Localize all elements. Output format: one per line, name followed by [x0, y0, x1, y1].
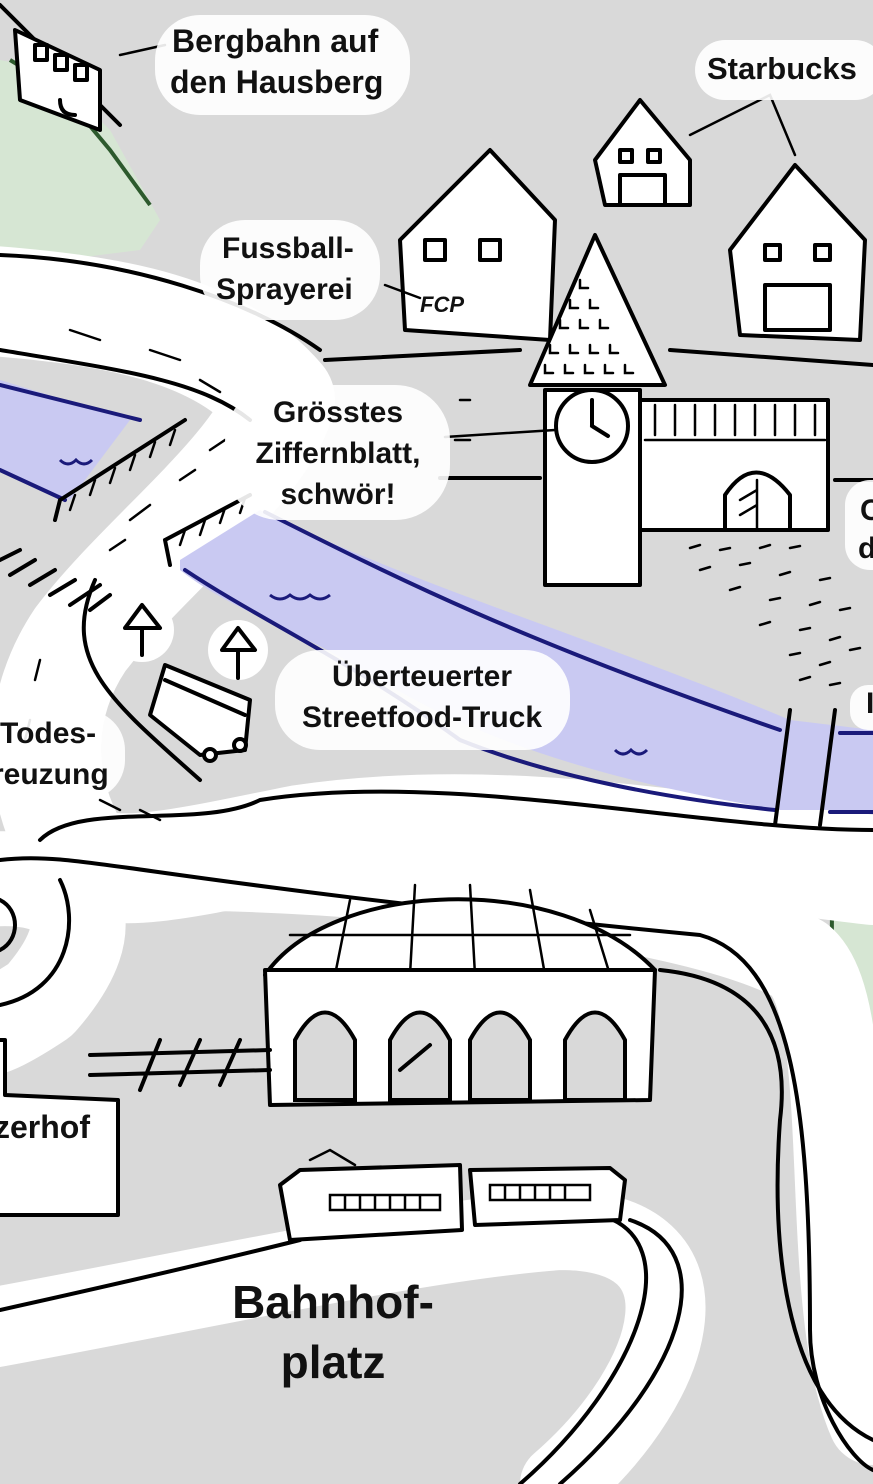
houses: [398, 93, 867, 342]
label-fussball-sprayerei: Fussball-Sprayerei: [216, 232, 354, 306]
building-zerhof: [0, 1038, 120, 1217]
label-fragment-i: I: [866, 687, 873, 720]
label-fragment-c: C: [860, 494, 873, 527]
clock-tower: [443, 233, 830, 587]
tram-icon: [278, 1148, 627, 1242]
crosswalk: [0, 548, 112, 612]
label-todeskreuzung: Todes-reuzung: [0, 717, 109, 791]
cobblestones: [688, 543, 862, 687]
food-truck-icon: [148, 663, 252, 763]
label-bahnhofplatz: Bahnhof-platz: [232, 1276, 434, 1388]
water-wave-icon: [58, 457, 649, 756]
bridge: [53, 418, 252, 567]
label-zerhof: zerhof: [0, 1109, 90, 1145]
label-starbucks: Starbucks: [707, 51, 857, 86]
graffiti-text: FCP: [420, 292, 464, 317]
label-fragment-d: d: [858, 532, 873, 565]
tree-icons: [110, 598, 268, 680]
cable-car-icon: [0, 3, 167, 132]
label-backgrounds: [0, 15, 873, 800]
train-station: [88, 883, 657, 1107]
bridge-right: [773, 708, 837, 827]
pointer-line: [383, 283, 422, 300]
